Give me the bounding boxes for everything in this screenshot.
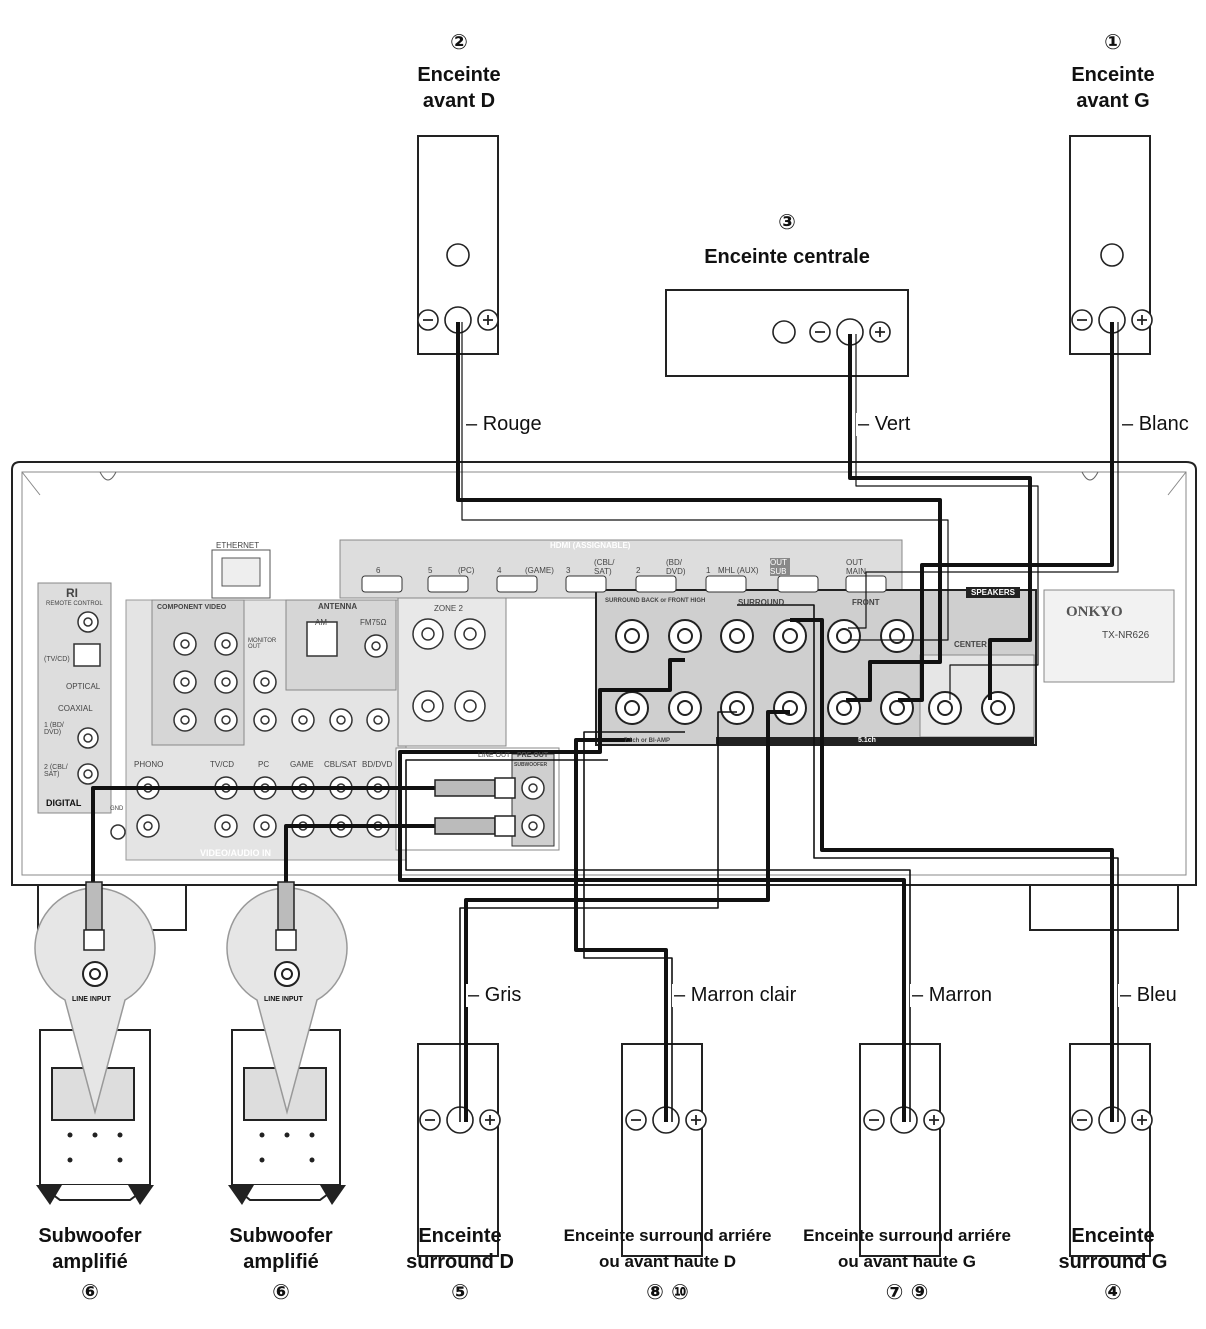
bar-71-label: 7.1ch or BI-AMP — [624, 738, 671, 744]
surround-back-right-line1: Enceinte surround arriére — [563, 1226, 772, 1245]
front-label: FRONT — [852, 598, 880, 607]
pre-out-label: PRE OUT — [517, 752, 549, 759]
hdmi-in-3: 3 — [566, 566, 571, 575]
wire-rouge-text: Rouge — [482, 413, 542, 435]
bar-51-label: 5.1ch — [858, 737, 876, 744]
optical-label: OPTICAL — [66, 682, 101, 691]
terminal-signs — [423, 315, 1147, 1125]
surround-left-line2: surround G — [1058, 1251, 1168, 1273]
center-line1: Enceinte centrale — [704, 246, 870, 268]
front-left-number: ① — [1104, 30, 1122, 54]
hdmi-sub-mhl: MHL (AUX) — [718, 566, 759, 575]
antenna-label: ANTENNA — [318, 602, 358, 611]
hdmi-ports — [361, 575, 887, 593]
speakers-header: SPEAKERS — [966, 587, 1021, 598]
subwoofer-dots — [67, 1132, 315, 1163]
hdmi-sub-game: (GAME) — [525, 566, 554, 575]
model-label: TX-NR626 — [1102, 630, 1150, 641]
hdmi-in-6: 6 — [376, 566, 381, 575]
front-right-line2: avant D — [422, 90, 496, 112]
sub2-line2: amplifié — [243, 1251, 319, 1273]
optical-tv-label: (TV/CD) — [44, 656, 70, 663]
sub2-number: ⑥ — [272, 1280, 290, 1304]
remote-control-label: REMOTE CONTROL — [46, 601, 103, 607]
surround-right-number: ⑤ — [451, 1280, 469, 1304]
hdmi-in-5: 5 — [428, 566, 433, 575]
hdmi-in-2: 2 — [636, 566, 641, 575]
surround-right-line1: Enceinte — [418, 1225, 502, 1247]
monitor-out-label: MONITOR OUT — [248, 638, 277, 650]
sub1-line2: amplifié — [52, 1251, 128, 1273]
surround-back-right-line2: ou avant haute D — [599, 1252, 736, 1271]
hdmi-in-1: 1 — [706, 566, 711, 575]
line-input-label-1: LINE INPUT — [72, 996, 111, 1003]
game-label: GAME — [290, 760, 314, 769]
bddvd-label: BD/DVD — [362, 760, 393, 769]
wire-blanc-text: Blanc — [1138, 413, 1189, 435]
cblsat-label: CBL/SAT — [324, 760, 357, 769]
wire-label-vert: – Vert — [856, 413, 913, 436]
surround-left-line1: Enceinte — [1071, 1225, 1155, 1247]
line-out-label: LINE OUT — [478, 752, 511, 759]
wire-label-gris: – Gris — [466, 984, 524, 1007]
hdmi-sub-cblsat: (CBL/ SAT) — [594, 558, 615, 576]
wire-marron-clair-text: Marron clair — [690, 984, 797, 1006]
digital-label: DIGITAL — [46, 798, 82, 808]
coax-2-label: 2 (CBL/ SAT) — [44, 764, 68, 778]
hdmi-header: HDMI (ASSIGNABLE) — [550, 541, 631, 550]
wire-label-blanc: – Blanc — [1120, 413, 1191, 436]
am-label: AM — [315, 618, 327, 627]
brand-logo: ONKYO — [1066, 604, 1123, 620]
phono-label: PHONO — [134, 760, 164, 769]
front-left-line1: Enceinte — [1071, 64, 1155, 86]
hdmi-sub-bddvd: (BD/ DVD) — [666, 558, 686, 576]
hdmi-out-main: OUT MAIN — [846, 558, 866, 576]
wire-marron-text: Marron — [928, 984, 993, 1006]
surround-left-number: ④ — [1104, 1280, 1122, 1304]
wire-bleu-text: Bleu — [1136, 984, 1177, 1006]
pc-label: PC — [258, 760, 270, 769]
surround-back-label: SURROUND BACK or FRONT HIGH — [605, 598, 706, 604]
front-right-line1: Enceinte — [417, 64, 501, 86]
ri-label: RI — [66, 586, 78, 600]
wire-gris-text: Gris — [484, 984, 522, 1006]
subwoofer-feet — [36, 1185, 346, 1205]
subwoofer-label: SUBWOOFER — [514, 762, 548, 768]
wire-label-marron-clair: – Marron clair — [672, 984, 799, 1007]
wire-vert-text: Vert — [874, 413, 911, 435]
sub1-line1: Subwoofer — [38, 1225, 142, 1247]
speaker-wires — [91, 322, 1119, 1122]
center-label: CENTER — [954, 640, 987, 649]
hdmi-in-4: 4 — [497, 566, 502, 575]
ethernet-label: ETHERNET — [216, 541, 260, 550]
fm-label: FM75Ω — [360, 618, 387, 627]
surround-back-right-number: ⑧ ⑩ — [646, 1280, 689, 1304]
surround-back-left-line1: Enceinte surround arriére — [803, 1226, 1011, 1245]
hdmi-sub-pc: (PC) — [458, 566, 475, 575]
rca-plugs — [83, 777, 516, 951]
wire-label-marron: – Marron — [910, 984, 995, 1007]
wire-label-rouge: – Rouge — [464, 413, 544, 436]
surround-back-left-number: ⑦ ⑨ — [885, 1280, 929, 1304]
hdmi-out-sub: OUT SUB — [770, 558, 790, 576]
zone2-label: ZONE 2 — [434, 604, 463, 613]
line-input-jacks — [82, 961, 300, 987]
coaxial-label: COAXIAL — [58, 704, 93, 713]
wire-label-bleu: – Bleu — [1118, 984, 1179, 1007]
component-video-label: COMPONENT VIDEO — [157, 604, 227, 611]
line-input-label-2: LINE INPUT — [264, 996, 303, 1003]
gnd-label: GND — [110, 806, 124, 812]
surround-right-line2: surround D — [406, 1251, 514, 1273]
video-audio-in-label: VIDEO/AUDIO IN — [200, 848, 272, 858]
center-number: ③ — [778, 210, 796, 234]
sub1-number: ⑥ — [81, 1280, 99, 1304]
sub2-line1: Subwoofer — [229, 1225, 333, 1247]
surround-back-left-line2: ou avant haute G — [838, 1252, 976, 1271]
front-left-line2: avant G — [1076, 90, 1150, 112]
front-right-number: ② — [450, 30, 468, 54]
surround-label: SURROUND — [738, 598, 785, 607]
coax-1-label: 1 (BD/ DVD) — [44, 722, 64, 736]
tvcd-label: TV/CD — [210, 760, 234, 769]
